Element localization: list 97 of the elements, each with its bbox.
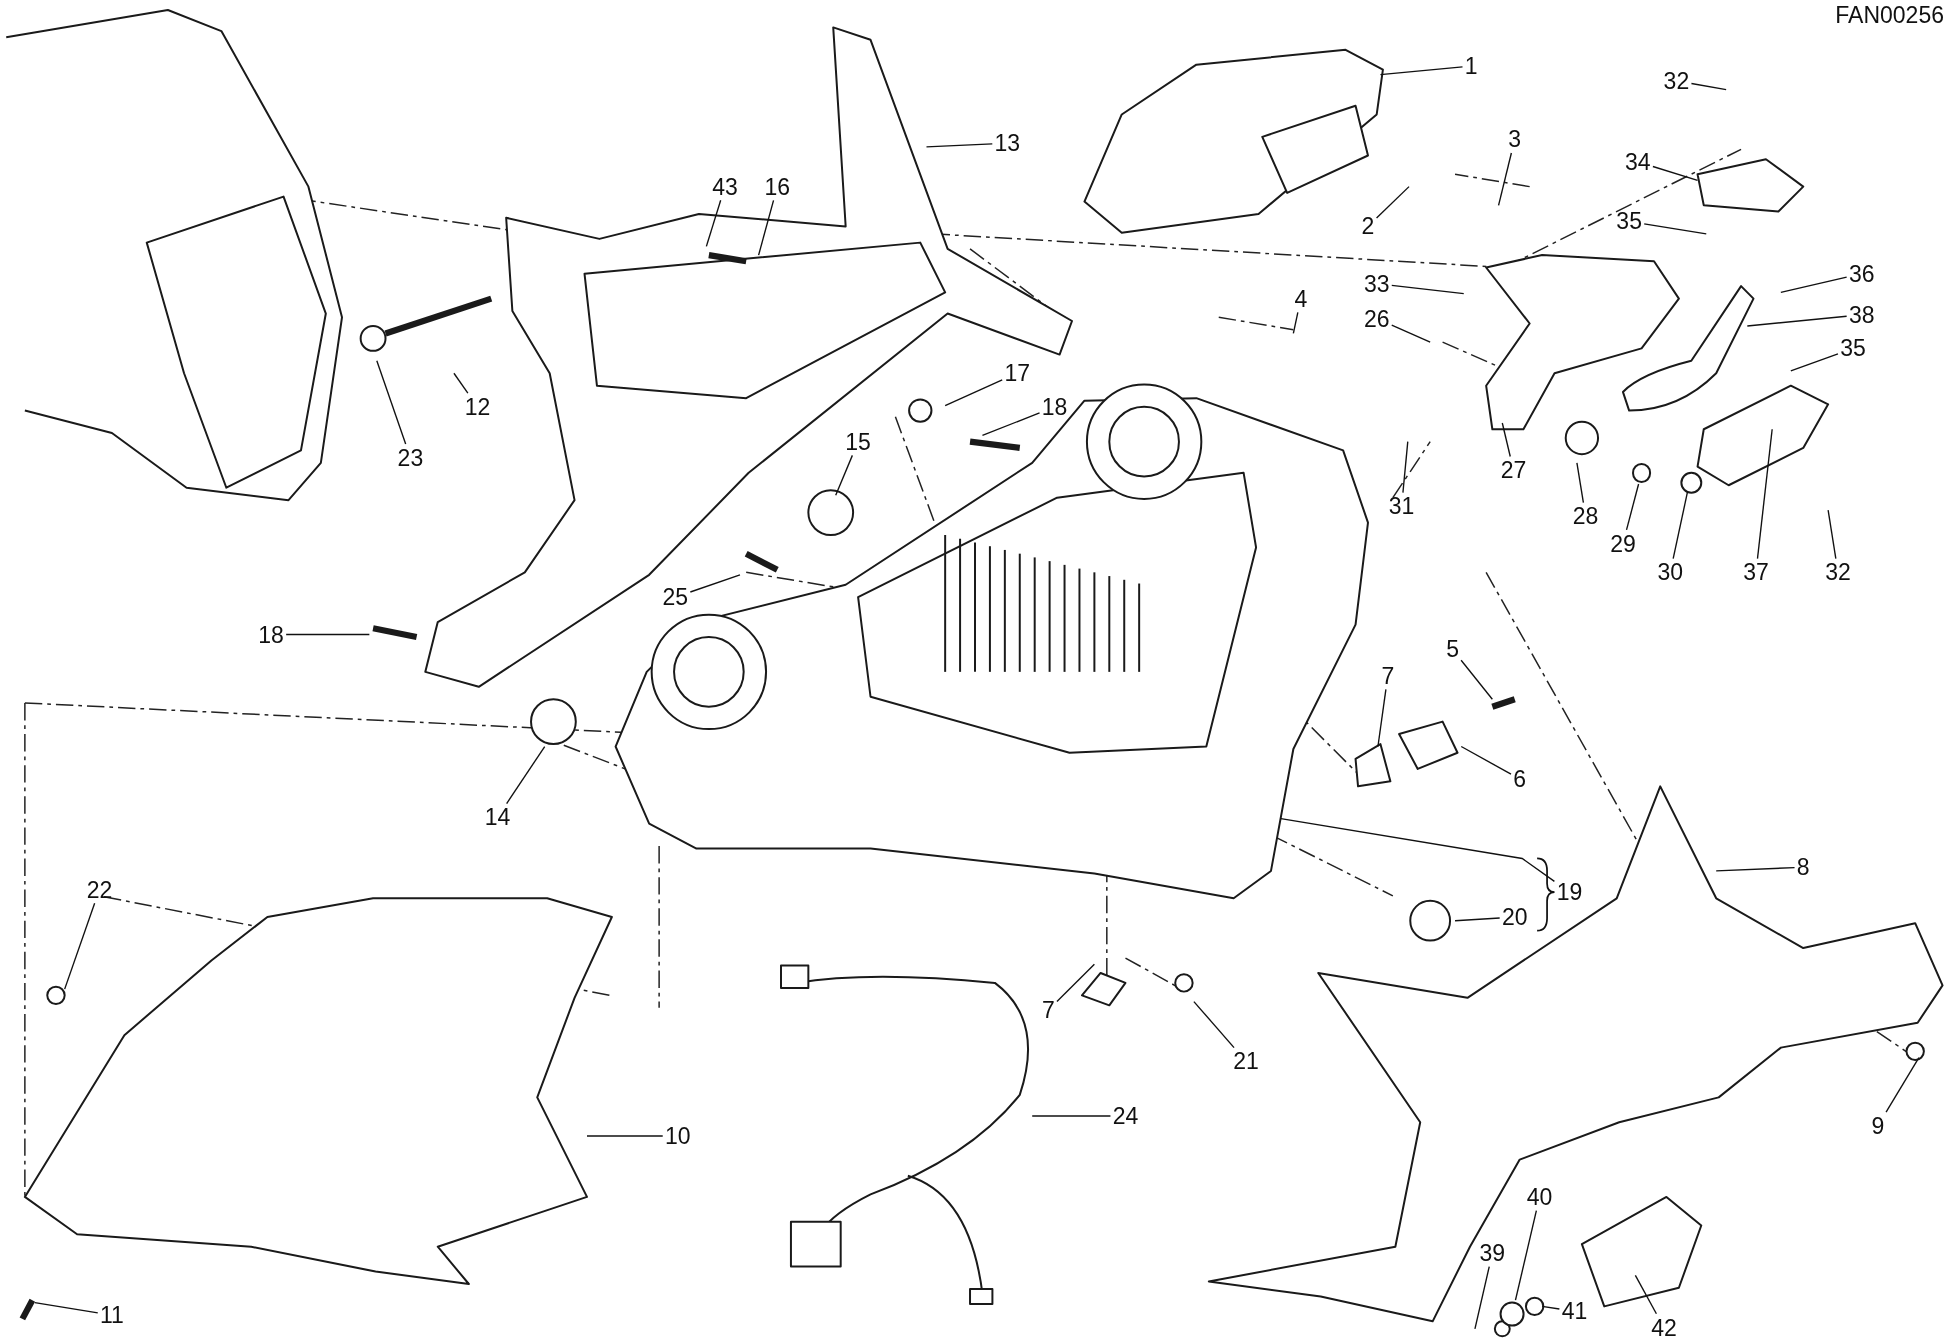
leader-line <box>376 360 407 445</box>
leader-line <box>1391 324 1431 343</box>
callout-number: 14 <box>483 804 512 830</box>
leader-line <box>944 379 1003 407</box>
callout-number: 28 <box>1571 503 1600 529</box>
callout-number: 23 <box>396 445 425 471</box>
callout-number: 25 <box>661 584 690 610</box>
leader-line <box>705 199 722 248</box>
leader-line <box>1715 866 1796 872</box>
callout-number: 32 <box>1824 559 1852 585</box>
leader-line <box>1690 82 1727 91</box>
washer <box>1499 1301 1525 1327</box>
drawing-number: FAN00256 <box>1835 4 1944 27</box>
leader-line <box>1056 963 1096 1003</box>
callout-number: 22 <box>85 877 114 903</box>
callout-number: 30 <box>1656 559 1684 585</box>
leader-line <box>1576 462 1585 504</box>
callout-number: 40 <box>1525 1184 1554 1210</box>
leader-line <box>1460 745 1512 775</box>
callout-number: 29 <box>1609 531 1637 557</box>
callout-number: 19 <box>1555 879 1584 905</box>
callout-number: 2 <box>1360 213 1376 239</box>
leader-line <box>586 1135 664 1137</box>
leader-line <box>1031 1115 1112 1117</box>
leader-line <box>1377 688 1387 748</box>
leader-line <box>1514 1209 1538 1301</box>
callout-number: 12 <box>463 394 492 420</box>
leader-line <box>1643 223 1707 235</box>
callout-number: 13 <box>993 130 1022 156</box>
leader-line <box>453 372 469 394</box>
callout-number: 37 <box>1742 559 1770 585</box>
callout-number: 41 <box>1560 1298 1589 1324</box>
leader-line <box>757 199 775 256</box>
leader-line <box>1780 276 1848 294</box>
leader-line <box>1454 917 1501 922</box>
leader-line <box>1460 659 1494 700</box>
callout-number: 34 <box>1624 149 1652 175</box>
callout-number: 35 <box>1839 335 1867 361</box>
leader-line <box>1379 66 1464 76</box>
callout-number: 7 <box>1040 997 1056 1023</box>
leader-line <box>1375 185 1410 219</box>
leader-line <box>34 1302 99 1314</box>
callout-number: 18 <box>1040 394 1069 420</box>
washer <box>1631 462 1652 483</box>
leader-line <box>925 143 993 148</box>
leader-line <box>981 412 1041 437</box>
callout-number: 43 <box>711 174 739 200</box>
callout-number: 32 <box>1662 68 1691 94</box>
leader-line <box>689 574 741 593</box>
callout-number: 17 <box>1003 360 1032 386</box>
callout-number: 5 <box>1445 636 1460 662</box>
callout-number: 35 <box>1615 208 1643 234</box>
callout-number: 6 <box>1512 766 1528 792</box>
callout-number: 3 <box>1507 126 1523 152</box>
leader-line <box>1790 353 1839 372</box>
leader-line <box>1827 509 1837 560</box>
leader-line <box>1497 152 1513 206</box>
callout-number: 36 <box>1847 261 1876 287</box>
callout-number: 7 <box>1380 663 1396 689</box>
callout-number: 21 <box>1232 1048 1260 1074</box>
leader-line <box>1885 1056 1920 1113</box>
leader-line <box>285 633 371 636</box>
callout-number: 10 <box>663 1123 692 1149</box>
callout-number: 33 <box>1362 271 1391 297</box>
callout-number: 26 <box>1362 306 1391 331</box>
callout-number: 16 <box>763 174 792 200</box>
leader-line <box>1280 818 1556 883</box>
leader-line <box>1756 428 1773 560</box>
callout-number: 42 <box>1650 1315 1678 1340</box>
leader-line <box>1746 315 1848 327</box>
leader-line <box>1501 422 1511 458</box>
leader-line <box>1634 1274 1658 1315</box>
callout-number: 39 <box>1478 1240 1507 1266</box>
leader-line <box>1625 483 1640 531</box>
leader-line <box>835 454 854 496</box>
leader-line <box>1292 311 1299 335</box>
callout-number: 1 <box>1463 53 1479 79</box>
callout-number: 18 <box>257 622 285 648</box>
leader-line <box>1402 441 1409 494</box>
callout-number: 11 <box>99 1302 125 1328</box>
leader-line <box>1672 490 1689 560</box>
callout-number: 15 <box>844 429 872 455</box>
leader-line <box>1474 1265 1490 1330</box>
callout-number: 38 <box>1847 302 1876 328</box>
callout-number: 8 <box>1795 854 1811 880</box>
leader-line <box>64 902 96 990</box>
callout-number: 24 <box>1111 1103 1140 1129</box>
callout-number: 31 <box>1387 493 1416 519</box>
callout-number: 20 <box>1500 904 1529 930</box>
leader-line <box>1391 284 1465 295</box>
leader-line <box>505 745 546 805</box>
leader-line <box>1652 165 1699 182</box>
callout-number: 4 <box>1293 286 1309 312</box>
leader-line <box>1193 1000 1235 1049</box>
leader-line <box>1541 1305 1561 1310</box>
callout-number: 27 <box>1499 457 1528 483</box>
callout-number: 9 <box>1870 1113 1886 1139</box>
